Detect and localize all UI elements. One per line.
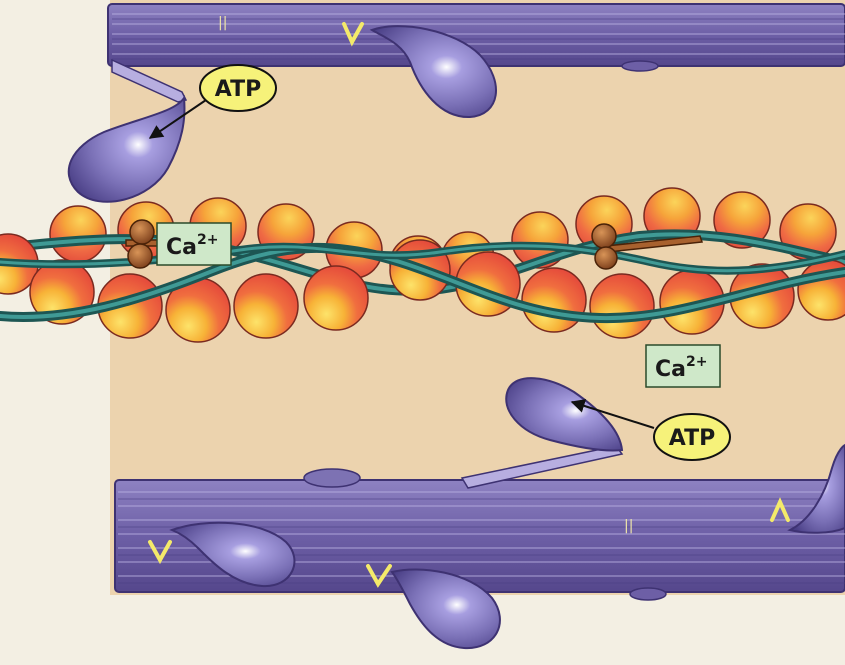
myosin-neck-bottom — [460, 445, 624, 489]
left-margin — [0, 0, 110, 665]
calcium-bottom-charge: 2+ — [686, 354, 707, 370]
bottom-filament-bump-2 — [629, 587, 667, 601]
troponin-right — [591, 223, 704, 270]
atp-label-bottom: ATP — [570, 399, 731, 461]
top-filament-bump — [621, 60, 659, 72]
atp-label-top: ATP — [148, 64, 277, 139]
svg-text:Ca2+: Ca2+ — [166, 232, 218, 260]
myosin-head-bottom-right — [787, 443, 845, 534]
calcium-bottom-symbol: Ca — [655, 357, 686, 382]
myosin-head-bottom-cocked — [505, 377, 624, 452]
troponin-left — [125, 219, 167, 269]
svg-text:Ca2+: Ca2+ — [655, 354, 707, 382]
calcium-top-symbol: Ca — [166, 235, 197, 260]
myosin-head-top-left — [67, 95, 186, 203]
calcium-label-top: Ca2+ — [156, 222, 232, 266]
calcium-top-charge: 2+ — [197, 232, 218, 248]
atp-top-arrow — [148, 99, 207, 139]
svg-text:||: || — [624, 518, 633, 534]
actin-front-row — [0, 233, 845, 343]
atp-top-text: ATP — [215, 77, 261, 102]
calcium-label-bottom: Ca2+ — [645, 344, 721, 388]
myosin-head-top-right — [369, 25, 497, 119]
atp-bottom-text: ATP — [669, 426, 715, 451]
myosin-head-bottom-middle — [390, 568, 501, 650]
myosin-head-bottom-left — [169, 521, 296, 588]
atp-bottom-arrow — [570, 399, 655, 429]
top-myosin-filament: || — [107, 3, 845, 67]
bottom-filament-bump — [303, 468, 361, 488]
svg-text:||: || — [218, 15, 227, 31]
